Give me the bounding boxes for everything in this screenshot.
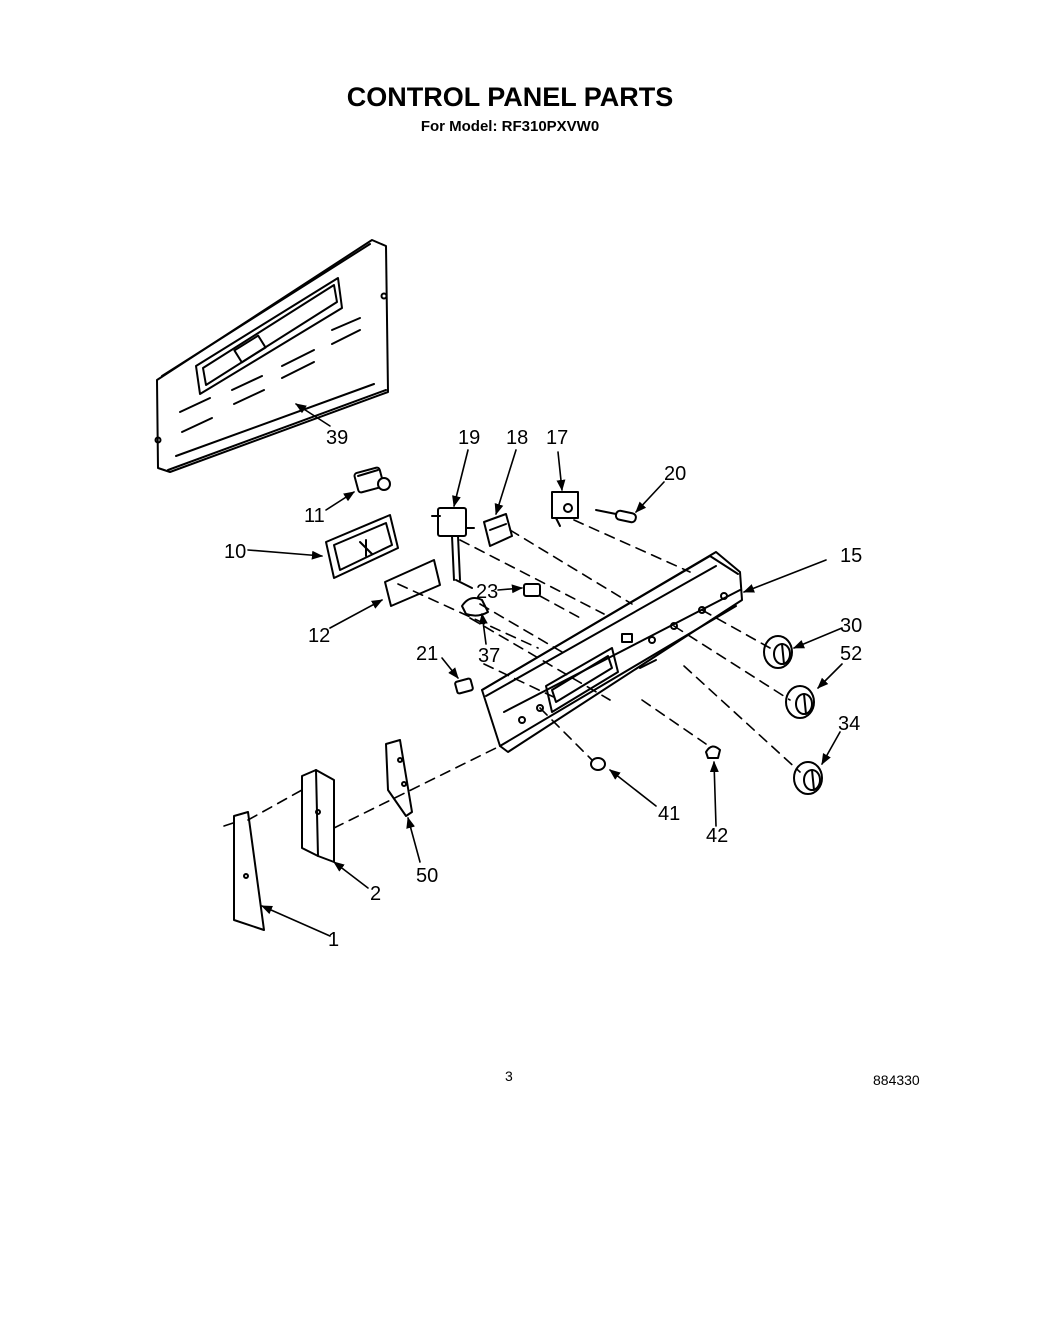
part-50-end-bracket	[385, 739, 413, 817]
part-41-button	[590, 757, 606, 771]
part-2-side-channel	[301, 769, 335, 863]
page-title: CONTROL PANEL PARTS	[346, 82, 674, 112]
callout-50: 50	[416, 865, 438, 887]
callout-11: 11	[304, 505, 325, 527]
part-10-lens-frame	[325, 514, 399, 579]
callout-39: 39	[326, 427, 348, 449]
part-19-switch	[431, 507, 475, 589]
part-21-clip	[454, 677, 474, 695]
page-number: 3	[505, 1068, 513, 1084]
part-23-indicator-light	[523, 583, 541, 597]
callout-42: 42	[706, 825, 728, 847]
part-15-control-panel	[481, 551, 743, 753]
part-11-lamp-socket	[353, 466, 391, 494]
callout-37: 37	[478, 645, 500, 667]
assembly-lines	[223, 519, 801, 829]
callout-19: 19	[458, 427, 480, 449]
part-30-knob	[763, 635, 793, 669]
callout-2: 2	[370, 883, 381, 905]
callout-52: 52	[840, 643, 862, 665]
document-number: 884330	[873, 1072, 920, 1088]
part-12-light-panel	[384, 559, 441, 607]
callout-41: 41	[658, 803, 680, 825]
callout-23: 23	[476, 581, 498, 603]
callout-15: 15	[840, 545, 862, 567]
part-34-knob	[793, 761, 823, 795]
part-42-cap	[705, 745, 721, 759]
callout-10: 10	[224, 541, 246, 563]
part-20-shaft	[595, 509, 637, 524]
part-52-knob	[785, 685, 815, 719]
callout-30: 30	[840, 615, 862, 637]
part-18-infinite-switch	[483, 513, 513, 547]
callout-17: 17	[546, 427, 568, 449]
callout-1: 1	[328, 929, 339, 951]
part-37-bracket	[461, 597, 489, 617]
callout-12: 12	[308, 625, 330, 647]
part-17-timer	[551, 491, 579, 527]
callout-20: 20	[664, 463, 686, 485]
callout-18: 18	[506, 427, 528, 449]
part-1-side-trim	[233, 811, 265, 931]
part-39-back-panel	[154, 239, 389, 473]
callout-21: 21	[416, 643, 438, 665]
callout-34: 34	[838, 713, 860, 735]
leader-arrows	[247, 403, 843, 937]
model-subtitle: For Model: RF310PXVW0	[420, 118, 600, 135]
